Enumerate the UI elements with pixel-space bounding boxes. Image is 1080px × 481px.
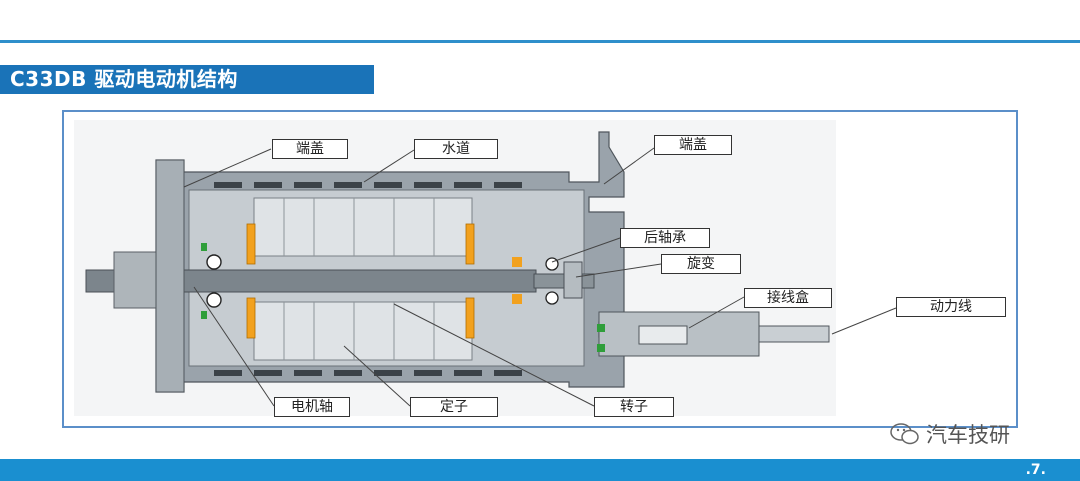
label-end-cap-left: 端盖 [272, 139, 348, 159]
resolver-body [563, 261, 583, 299]
watermark: 汽车技研 [890, 420, 1010, 448]
stator-upper [253, 197, 473, 257]
rear-bearing-top [545, 257, 559, 271]
watermark-text: 汽车技研 [926, 423, 1010, 447]
label-power-cable: 动力线 [896, 297, 1006, 317]
label-rear-bearing: 后轴承 [620, 228, 710, 248]
wechat-icon [890, 423, 919, 445]
header-rule [0, 40, 1080, 43]
label-water-channel: 水道 [414, 139, 498, 159]
slide-title: C33DB 驱动电动机结构 [0, 65, 374, 94]
motor-cross-section-diagram [74, 120, 897, 416]
label-end-cap-right: 端盖 [654, 135, 732, 155]
stator-lower [253, 301, 473, 361]
front-bearing-bottom [206, 292, 222, 308]
power-cable-body [758, 325, 830, 343]
label-rotor: 转子 [594, 397, 674, 417]
leader-lines [183, 147, 897, 407]
page-number: .7. [1025, 462, 1046, 478]
water-channel-slots [214, 182, 522, 376]
end-rings [246, 223, 475, 339]
label-resolver: 旋变 [661, 254, 741, 274]
rear-bearing-bottom [545, 291, 559, 305]
label-stator: 定子 [410, 397, 498, 417]
label-motor-shaft: 电机轴 [274, 397, 350, 417]
footer-bar [0, 459, 1080, 481]
front-bearing-top [206, 254, 222, 270]
label-junction-box: 接线盒 [744, 288, 832, 308]
